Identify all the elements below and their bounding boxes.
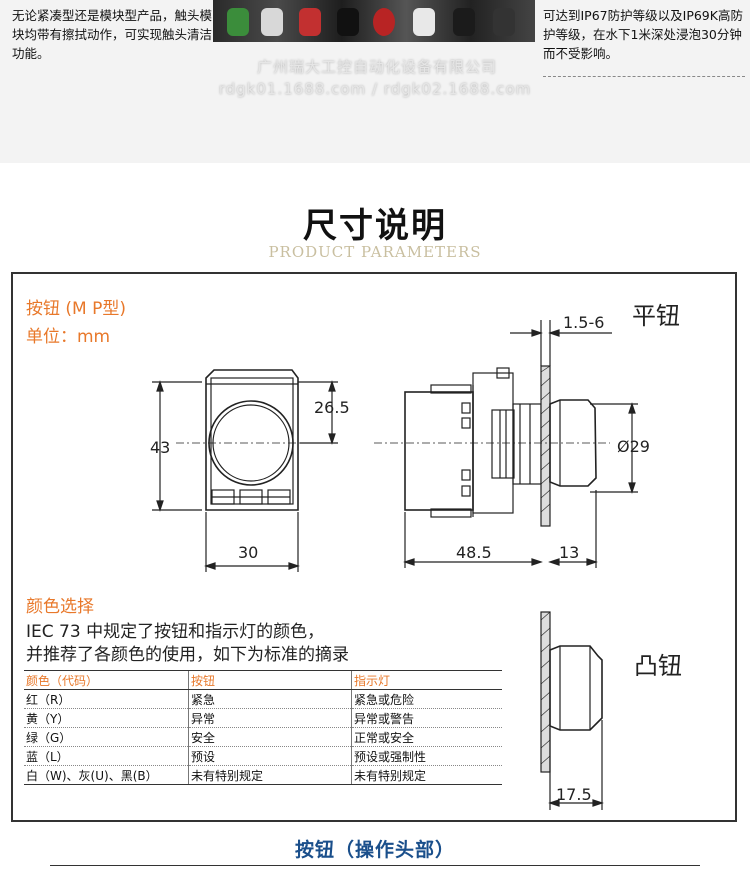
table-cell: 预设 [188, 746, 352, 766]
table-cell: 异常 [188, 708, 352, 728]
color-description-line1: IEC 73 中规定了按钮和指示灯的颜色， [26, 622, 325, 642]
black-button-photo [337, 8, 359, 36]
raised-button-label: 凸钮 [634, 652, 682, 680]
table-cell: 安全 [188, 727, 352, 747]
table-cell: 白（W)、灰(U)、黑(B） [24, 765, 189, 785]
section-subtitle: PRODUCT PARAMETERS [268, 243, 482, 261]
white-button-photo [261, 8, 283, 36]
table-cell: 预设或强制性 [351, 746, 502, 766]
selector-switch-photo [413, 8, 435, 36]
mushroom-button-photo [373, 8, 395, 36]
dim-width-30: 30 [238, 543, 259, 562]
dim-front-13: 13 [559, 543, 580, 562]
bottom-table-top-line [50, 865, 700, 866]
table-row: 红（R） 紧急 紧急或危险 [24, 689, 502, 709]
dim-depth-48-5: 48.5 [456, 543, 492, 562]
table-cell: 未有特别规定 [351, 765, 502, 785]
dim-panel-thickness: 1.5-6 [563, 313, 605, 332]
dim-diameter-29: Ø29 [617, 437, 650, 456]
dim-26-5: 26.5 [314, 398, 350, 417]
table-cell: 红（R） [24, 689, 189, 709]
table-cell: 异常或警告 [351, 708, 502, 728]
watermark-url: rdgk01.1688.com / rdgk02.1688.com [218, 80, 532, 98]
table-cell: 正常或安全 [351, 727, 502, 747]
col-header-button: 按钮 [188, 670, 352, 690]
table-cell: 蓝（L） [24, 746, 189, 766]
product-photo-strip [213, 0, 535, 42]
green-button-photo [227, 8, 249, 36]
contact-wiping-text: 无论紧凑型还是模块型产品，触头模块均带有擦拭动作，可实现触头清洁功能。 [12, 8, 213, 61]
table-row: 黄（Y） 异常 异常或警告 [24, 708, 502, 728]
flat-button-label: 平钮 [632, 302, 680, 330]
table-cell: 紧急或危险 [351, 689, 502, 709]
table-cell: 黄（Y） [24, 708, 189, 728]
table-row: 蓝（L） 预设 预设或强制性 [24, 746, 502, 766]
dimension-panel [11, 272, 737, 822]
dim-height-43: 43 [150, 438, 171, 457]
contact-block-photo [493, 8, 515, 36]
color-description-line2: 并推荐了各颜色的使用，如下为标准的摘录 [26, 645, 349, 665]
table-cell: 未有特别规定 [188, 765, 352, 785]
color-table: 颜色（代码） 按钮 指示灯 红（R） 紧急 紧急或危险 黄（Y） 异常 异常或警… [24, 670, 502, 785]
color-selection-heading: 颜色选择 [26, 597, 94, 617]
button-type-heading: 按钮 (M P型) [26, 299, 126, 319]
operator-head-title: 按钮（操作头部） [294, 839, 455, 861]
table-row: 白（W)、灰(U)、黑(B） 未有特别规定 未有特别规定 [24, 765, 502, 785]
pilot-light-photo [453, 8, 475, 36]
section-title: 尺寸说明 [303, 206, 447, 246]
table-cell: 绿（G） [24, 727, 189, 747]
unit-label: 单位：mm [26, 327, 111, 347]
col-header-color: 颜色（代码） [24, 670, 189, 690]
watermark-company: 广州瑞大工控自动化设备有限公司 [256, 58, 497, 76]
ip-rating-text: 可达到IP67防护等级以及IP69K高防护等级，在水下1米深处浸泡30分钟而不受… [543, 8, 743, 61]
table-cell: 紧急 [188, 689, 352, 709]
red-button-photo [299, 8, 321, 36]
table-header-row: 颜色（代码） 按钮 指示灯 [24, 670, 502, 690]
col-header-indicator: 指示灯 [351, 670, 502, 690]
divider [543, 76, 745, 77]
table-row: 绿（G） 安全 正常或安全 [24, 727, 502, 747]
dim-raised-17-5: 17.5 [556, 785, 592, 804]
